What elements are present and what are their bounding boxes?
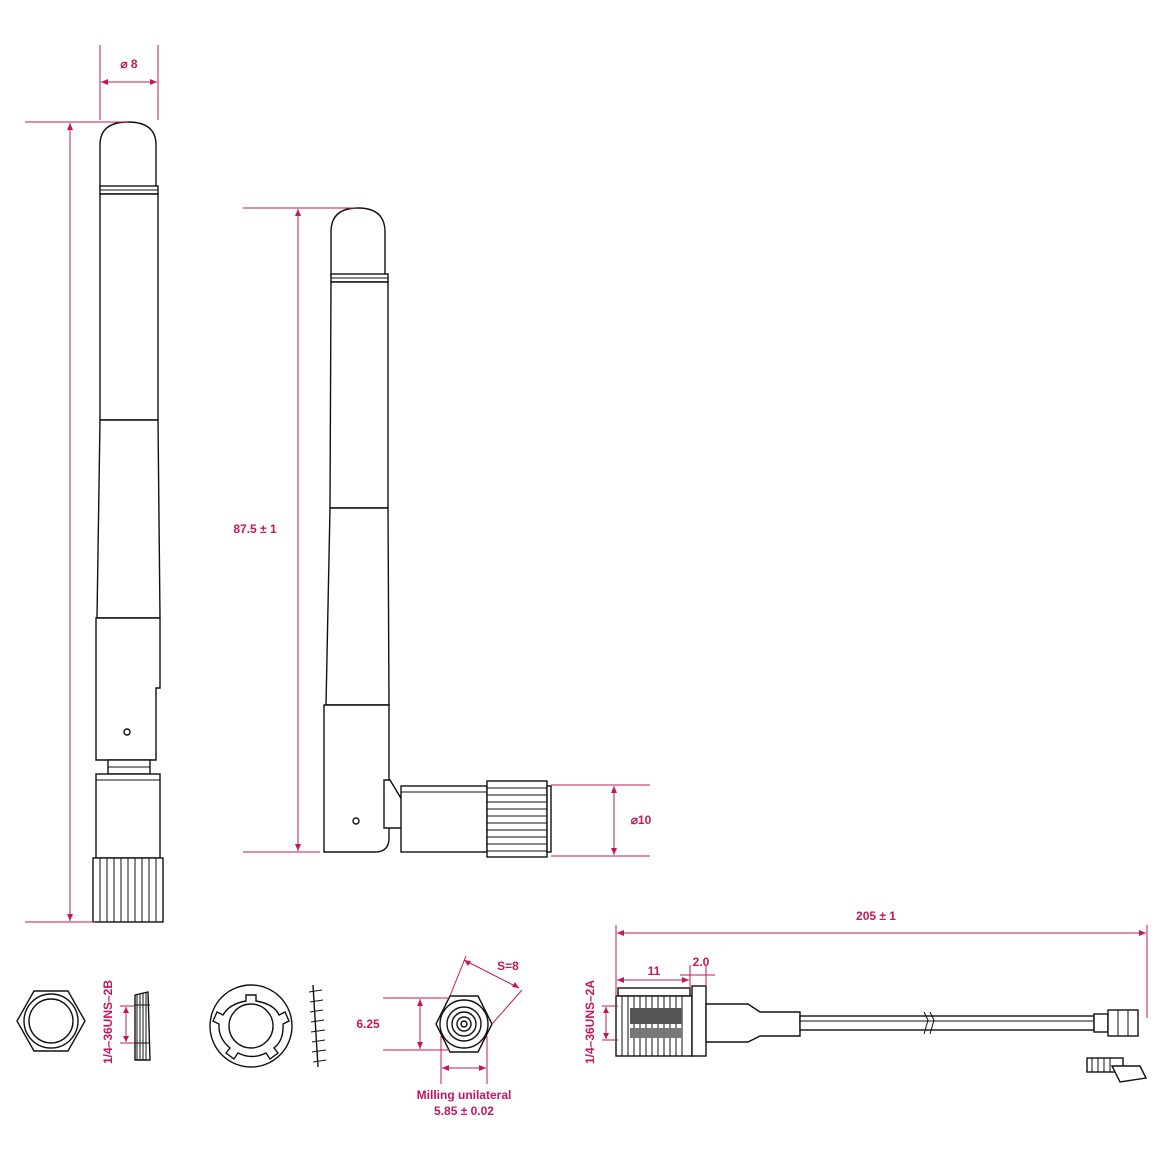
connector-length-label: 11 — [648, 964, 661, 978]
hex-connector-front — [435, 995, 493, 1053]
lock-washer — [209, 984, 293, 1068]
hex-size-label: S=8 — [497, 959, 519, 973]
nut-dimension — [120, 1005, 135, 1044]
angled-diameter-label: ⌀10 — [631, 813, 652, 827]
angled-antenna — [323, 207, 552, 858]
angled-height-label: 87.5 ± 1 — [233, 522, 277, 536]
hex-height-label: 6.25 — [356, 1017, 380, 1031]
angled-dimensions — [243, 207, 650, 857]
milling-label-line2: 5.85 ± 0.02 — [434, 1104, 494, 1118]
cable-thread-label: 1/4–36UNS–2A — [583, 980, 597, 1064]
hex-connector-dimensions — [383, 955, 523, 1084]
cable-length-label: 205 ± 1 — [856, 909, 896, 923]
cable-assembly — [615, 985, 1139, 1057]
cable-dimensions — [602, 925, 1148, 1041]
washer-side-view — [308, 984, 327, 1068]
milling-label-line1: Milling unilateral — [417, 1088, 512, 1102]
straight-diameter-label: ⌀ 8 — [120, 57, 138, 71]
straight-antenna — [92, 121, 164, 923]
flange-thickness-label: 2.0 — [693, 955, 710, 969]
nut-side-view — [134, 991, 151, 1061]
cable-connector-side — [1086, 1057, 1148, 1083]
hex-nut — [16, 990, 86, 1052]
nut-thread-label: 1/4–36UNS–2B — [101, 980, 115, 1064]
straight-dimensions — [25, 45, 159, 923]
